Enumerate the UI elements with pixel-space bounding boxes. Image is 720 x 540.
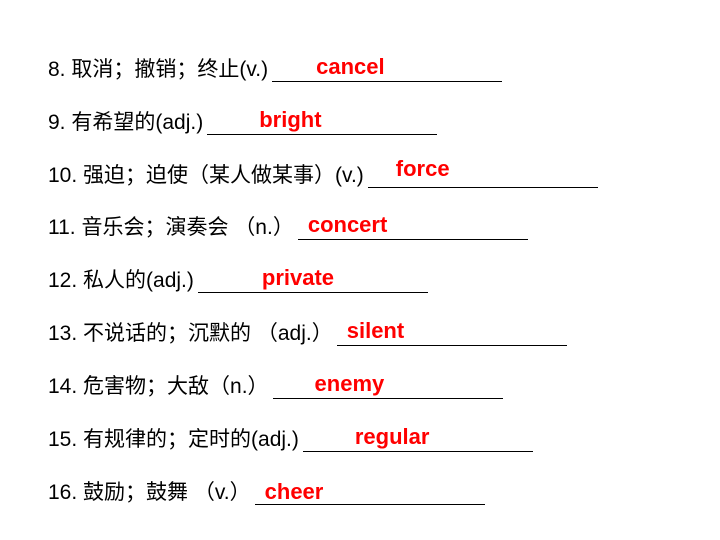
item-answer: silent xyxy=(346,318,405,343)
item-prompt: 9. 有希望的(adj.) xyxy=(48,111,204,134)
answer-blank: bright xyxy=(207,107,438,135)
item-answer: private xyxy=(261,265,335,290)
answer-blank: regular xyxy=(302,424,533,452)
item-prompt: 12. 私人的(adj.) xyxy=(48,269,194,292)
item-answer: bright xyxy=(259,107,322,132)
item-prompt: 10. 强迫；迫使（某人做某事）(v.) xyxy=(48,164,364,187)
vocab-item-8: 8. 取消；撤销；终止(v.) cancel xyxy=(48,42,503,82)
item-answer: force xyxy=(395,156,450,181)
vocab-item-12: 12. 私人的(adj.) private xyxy=(48,253,428,293)
item-prompt: 11. 音乐会；演奏会 （n.） xyxy=(48,216,294,239)
vocab-item-9: 9. 有希望的(adj.) bright xyxy=(48,95,438,135)
vocab-item-14: 14. 危害物；大敌（n.） enemy xyxy=(48,359,503,399)
item-prompt: 16. 鼓励；鼓舞 （v.） xyxy=(48,481,251,504)
answer-blank: private xyxy=(197,265,428,293)
vocab-item-13: 13. 不说话的；沉默的 （adj.） silent xyxy=(48,306,567,346)
item-answer: enemy xyxy=(314,371,385,396)
vocab-item-16: 16. 鼓励；鼓舞 （v.） cheer xyxy=(48,465,485,505)
item-prompt: 13. 不说话的；沉默的 （adj.） xyxy=(48,322,333,345)
item-answer: cancel xyxy=(316,54,385,79)
item-answer: cheer xyxy=(264,479,324,504)
answer-blank: cheer xyxy=(254,478,485,505)
item-prompt: 8. 取消；撤销；终止(v.) xyxy=(48,58,269,81)
item-prompt: 15. 有规律的；定时的(adj.) xyxy=(48,428,299,451)
vocab-item-15: 15. 有规律的；定时的(adj.) regular xyxy=(48,412,533,452)
answer-blank: cancel xyxy=(272,54,503,82)
answer-blank: concert xyxy=(297,212,528,240)
vocab-item-10: 10. 强迫；迫使（某人做某事）(v.) force xyxy=(48,148,598,188)
item-answer: concert xyxy=(307,212,388,237)
answer-blank: force xyxy=(367,157,598,188)
answer-blank: silent xyxy=(336,318,567,346)
item-answer: regular xyxy=(354,424,430,449)
vocab-item-11: 11. 音乐会；演奏会 （n.） concert xyxy=(48,200,528,240)
answer-blank: enemy xyxy=(272,371,503,399)
item-prompt: 14. 危害物；大敌（n.） xyxy=(48,375,269,398)
